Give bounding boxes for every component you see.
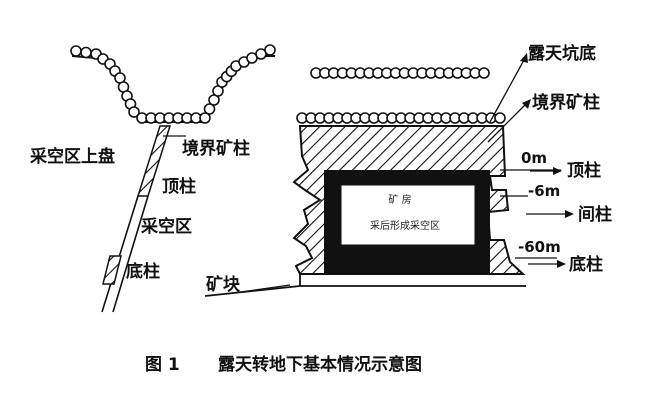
figure-caption: 露天转地下基本情况示意图 [218,354,422,375]
left-bottom-pillar-hatch [102,255,122,285]
ore-room-title: 矿 房 [388,193,411,206]
boundary-pillar-boulder-row [296,112,506,124]
right-pit-bottom-label: 露天坑底 [528,43,596,64]
boulder-circle [70,45,82,57]
boulder-circle [199,112,211,124]
elevation-lines [500,167,574,268]
ore-room [340,184,476,246]
boulder-circle [128,106,140,118]
left-top-pillar-label: 顶柱 [162,176,196,197]
elevation-0m: 0m [521,149,547,167]
elevation-minus-6m: -6m [528,182,560,200]
right-middle-pillar-label: 间柱 [578,204,612,225]
boulder-circle [494,112,506,124]
right-bottom-pillar-label: 底柱 [569,254,603,275]
left-pillar-strip [101,125,186,313]
boulder-circle [203,103,216,115]
elevation-minus-60m: -60m [518,238,561,256]
ore-block-label: 矿块 [206,274,241,295]
right-diagram: 矿 房 采后形成采空区 露天坑底 境界矿柱 0m 顶柱 [204,43,612,297]
ore-room-subtitle: 采后形成采空区 [370,219,440,232]
left-boulder-row [70,44,276,124]
boulder-circle [478,67,490,79]
left-upper-wall-label: 采空区上盘 [29,146,115,167]
left-boundary-pillar-label: 境界矿柱 [182,138,250,159]
figure-number: 图 1 [145,355,180,375]
left-bottom-pillar-label: 底柱 [126,261,160,282]
boulder-circle [80,46,92,59]
left-goaf-label: 采空区 [140,216,192,237]
left-diagram: 采空区上盘 境界矿柱 顶柱 采空区 底柱 [29,44,276,313]
pit-bottom-boulder-row [310,67,490,79]
right-top-pillar-label: 顶柱 [567,160,601,181]
right-boundary-pillar-label: 境界矿柱 [532,92,600,113]
boulder-circle [264,44,276,56]
